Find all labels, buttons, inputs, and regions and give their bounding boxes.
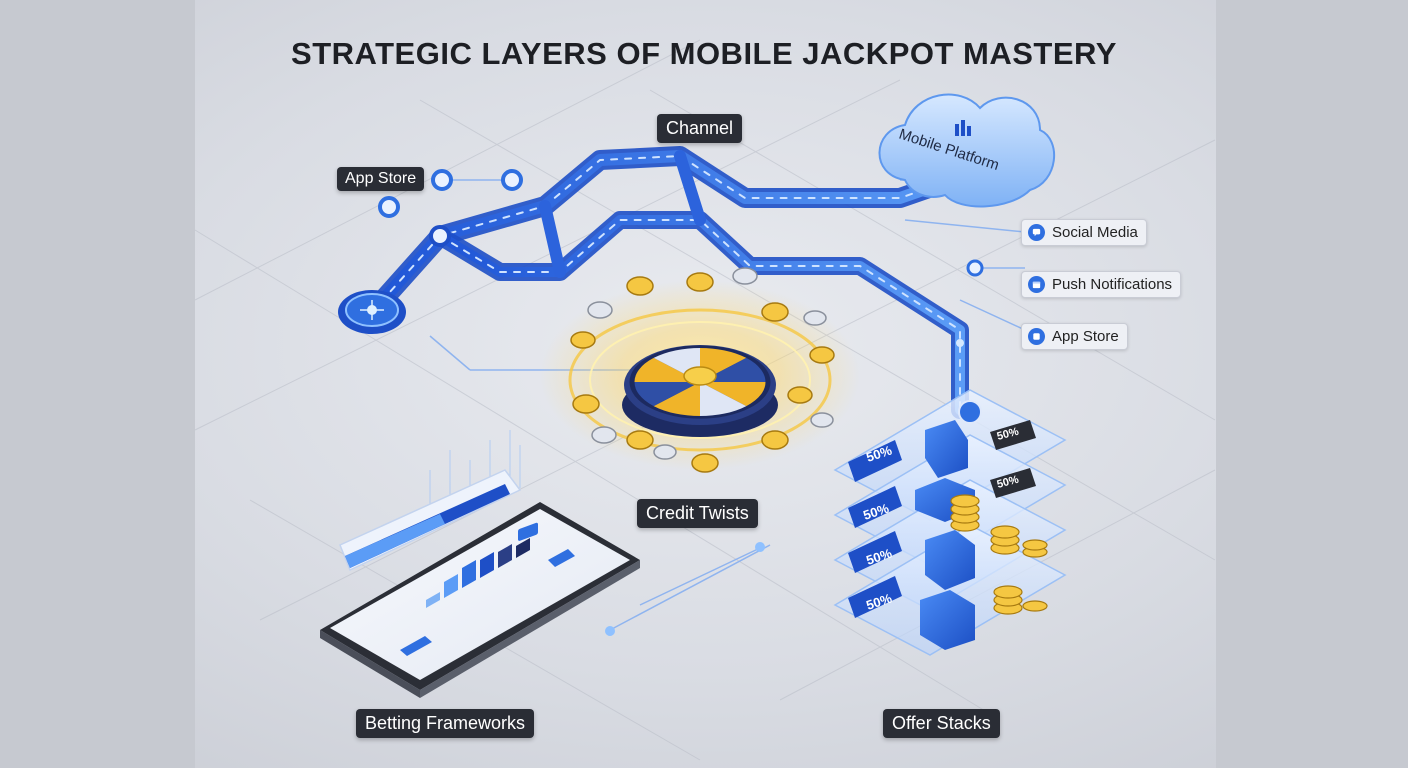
channel-label: Social Media xyxy=(1052,224,1138,241)
store-icon xyxy=(1028,328,1045,345)
calendar-icon xyxy=(1028,276,1045,293)
label-app-store-left: App Store xyxy=(337,167,425,191)
channel-label: App Store xyxy=(1052,328,1119,345)
page-title: STRATEGIC LAYERS OF MOBILE JACKPOT MASTE… xyxy=(291,36,1117,71)
label-offer-stacks: Offer Stacks xyxy=(883,709,1000,738)
chat-icon xyxy=(1028,224,1045,241)
channel-social-media: Social Media xyxy=(1021,219,1147,246)
label-channel: Channel xyxy=(657,114,743,143)
channel-app-store-right: App Store xyxy=(1021,323,1128,350)
offer-tile-percent: 50% xyxy=(996,426,1021,443)
route-nodes xyxy=(378,169,984,636)
cloud-icon xyxy=(878,93,1056,208)
offer-tile-percent: 50% xyxy=(996,474,1021,491)
channel-route xyxy=(362,146,985,419)
left-margin xyxy=(0,0,195,768)
right-margin xyxy=(1216,0,1408,768)
spin-wheel-icon xyxy=(540,267,860,473)
offer-stack-icon xyxy=(833,389,1067,656)
phone-dashboard-icon xyxy=(320,430,640,698)
channel-label: Push Notifications xyxy=(1052,276,1173,293)
start-hub-icon xyxy=(338,290,406,334)
label-credit-twists: Credit Twists xyxy=(637,499,758,528)
channel-push-notifications: Push Notifications xyxy=(1021,271,1182,298)
label-betting-frameworks: Betting Frameworks xyxy=(356,709,535,738)
